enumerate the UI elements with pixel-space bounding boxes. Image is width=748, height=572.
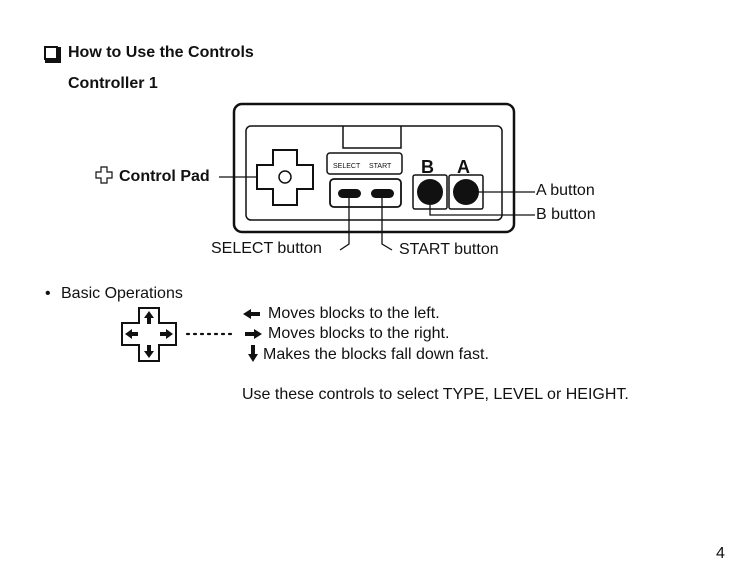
start-button-shape — [371, 189, 394, 198]
a-button-callout: A button — [536, 182, 595, 200]
operation-right-text: Moves blocks to the right. — [268, 325, 449, 343]
basic-operations-label: Basic Operations — [61, 285, 183, 303]
b-letter: B — [421, 157, 434, 177]
operation-left-text: Moves blocks to the left. — [268, 305, 440, 323]
start-button-callout: START button — [399, 241, 499, 259]
control-pad-callout: Control Pad — [119, 168, 210, 186]
control-pad-small-icon — [96, 167, 112, 183]
select-button-callout: SELECT button — [211, 240, 322, 258]
select-button-leader — [340, 198, 349, 250]
controller-dpad-icon — [257, 150, 313, 205]
select-label: SELECT — [333, 163, 361, 170]
b-button-callout: B button — [536, 206, 596, 224]
left-arrow-icon — [243, 309, 260, 319]
start-label: START — [369, 163, 392, 170]
operation-down-text: Makes the blocks fall down fast. — [263, 346, 489, 364]
bullet: • — [45, 285, 51, 303]
b-button-shape — [417, 179, 443, 205]
a-letter: A — [457, 157, 470, 177]
right-arrow-icon — [245, 329, 262, 339]
operations-note: Use these controls to select TYPE, LEVEL… — [242, 386, 629, 404]
select-button-shape — [338, 189, 361, 198]
down-arrow-icon — [248, 345, 258, 362]
controller-notch — [343, 126, 401, 148]
page-number: 4 — [716, 545, 725, 563]
start-button-leader — [382, 198, 392, 250]
